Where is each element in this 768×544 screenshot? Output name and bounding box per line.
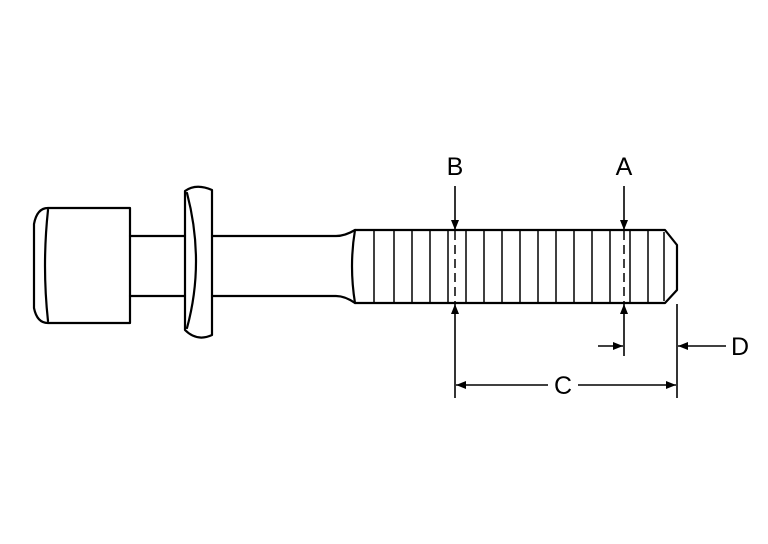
label-d: D bbox=[731, 333, 749, 361]
thread-lines bbox=[373, 231, 665, 302]
label-b: B bbox=[447, 153, 464, 181]
bolt-flange-edge bbox=[185, 191, 198, 330]
bolt-head-chamfer bbox=[43, 208, 50, 323]
bolt-thread-outline bbox=[350, 228, 679, 305]
bolt-neck bbox=[128, 234, 187, 298]
bolt-flange bbox=[183, 185, 214, 339]
bolt-head bbox=[32, 206, 132, 325]
bolt-shank bbox=[210, 228, 357, 305]
label-c: C bbox=[554, 372, 572, 400]
label-a: A bbox=[616, 153, 633, 181]
